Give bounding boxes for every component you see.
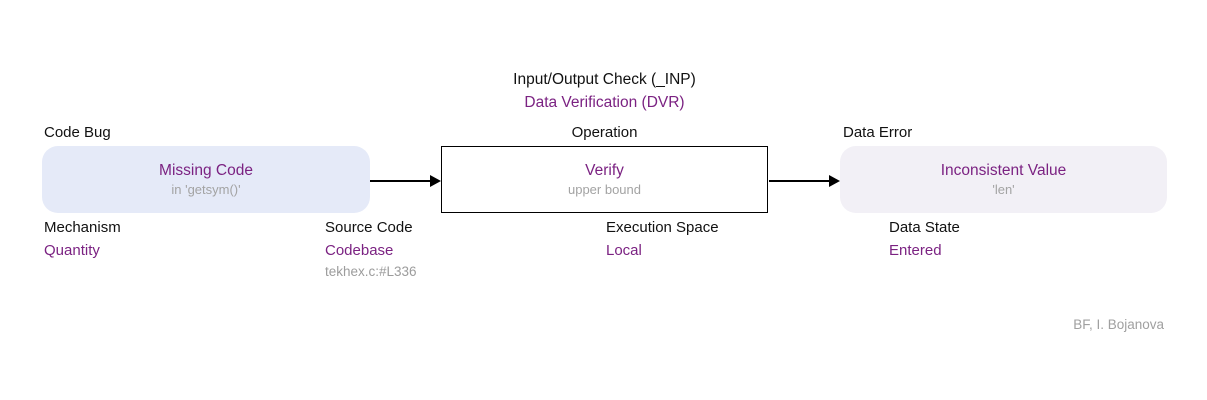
verification-class-label: Data Verification (DVR)	[524, 94, 685, 111]
attribute-execution-space: Execution Space Local	[606, 218, 719, 263]
arrow-head-icon	[829, 175, 840, 187]
code-bug-caption: Code Bug	[44, 124, 111, 141]
attribute-label: Data State	[889, 219, 960, 236]
operation-box: Verify upper bound	[441, 146, 768, 213]
attribute-note: tekhex.c:#L336	[325, 264, 417, 279]
attribute-source-code: Source Code Codebase tekhex.c:#L336	[325, 218, 417, 281]
arrow-cause-to-operation	[370, 180, 431, 182]
operation-caption: Operation	[571, 124, 638, 141]
data-error-caption: Data Error	[843, 124, 913, 141]
arrow-operation-to-error	[769, 180, 829, 182]
attribute-label: Mechanism	[44, 219, 121, 236]
arrow-head-icon	[430, 175, 441, 187]
data-error-box: Inconsistent Value 'len'	[840, 146, 1167, 213]
check-class-label: Input/Output Check (_INP)	[513, 71, 696, 88]
operation-subtitle: upper bound	[567, 182, 641, 197]
attribute-value: Local	[606, 242, 642, 259]
attribute-mechanism: Mechanism Quantity	[44, 218, 121, 263]
diagram-header: Input/Output Check (_INP) Data Verificat…	[401, 68, 808, 114]
attribution-text: BF, I. Bojanova	[1073, 317, 1164, 332]
operation-title: Verify	[585, 162, 624, 179]
code-bug-box: Missing Code in 'getsym()'	[42, 146, 370, 213]
code-bug-title: Missing Code	[159, 162, 253, 179]
attribute-value: Codebase	[325, 242, 394, 259]
attribute-label: Execution Space	[606, 219, 719, 236]
attribute-value: Entered	[889, 242, 942, 259]
code-bug-subtitle: in 'getsym()'	[171, 182, 241, 197]
attribute-data-state: Data State Entered	[889, 218, 960, 263]
data-error-title: Inconsistent Value	[940, 162, 1067, 179]
data-error-subtitle: 'len'	[992, 182, 1015, 197]
attribute-label: Source Code	[325, 219, 413, 236]
attribute-value: Quantity	[44, 242, 100, 259]
